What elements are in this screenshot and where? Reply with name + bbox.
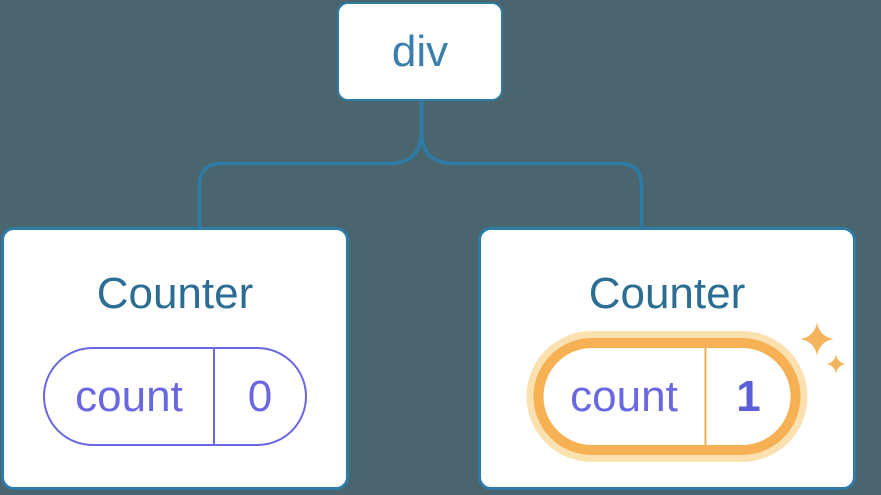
sparkle-large [800,322,834,356]
state-value-label: 0 [247,371,273,421]
state-pill-count-1-highlighted: count 1 [533,338,801,455]
state-pill-count-0: count 0 [43,347,307,446]
state-key-label: count [570,371,678,421]
sparkle-small [826,354,846,374]
connector-branch-left [197,100,424,229]
root-node-label: div [391,26,449,76]
counter-title: Counter [588,269,746,318]
sparkles-icon [800,322,846,374]
state-key-cell: count [45,349,215,444]
state-value-label: 1 [736,371,761,421]
state-key-cell: count [544,348,707,445]
state-value-cell: 0 [215,349,305,444]
connector-branch-right [419,100,644,229]
counter-title: Counter [96,269,254,318]
counter-card-right: Counter count 1 [478,227,856,490]
counter-card-left: Counter count 0 [1,227,349,490]
state-key-label: count [75,371,183,421]
state-value-cell: 1 [707,348,791,445]
root-node-div: div [337,2,503,101]
